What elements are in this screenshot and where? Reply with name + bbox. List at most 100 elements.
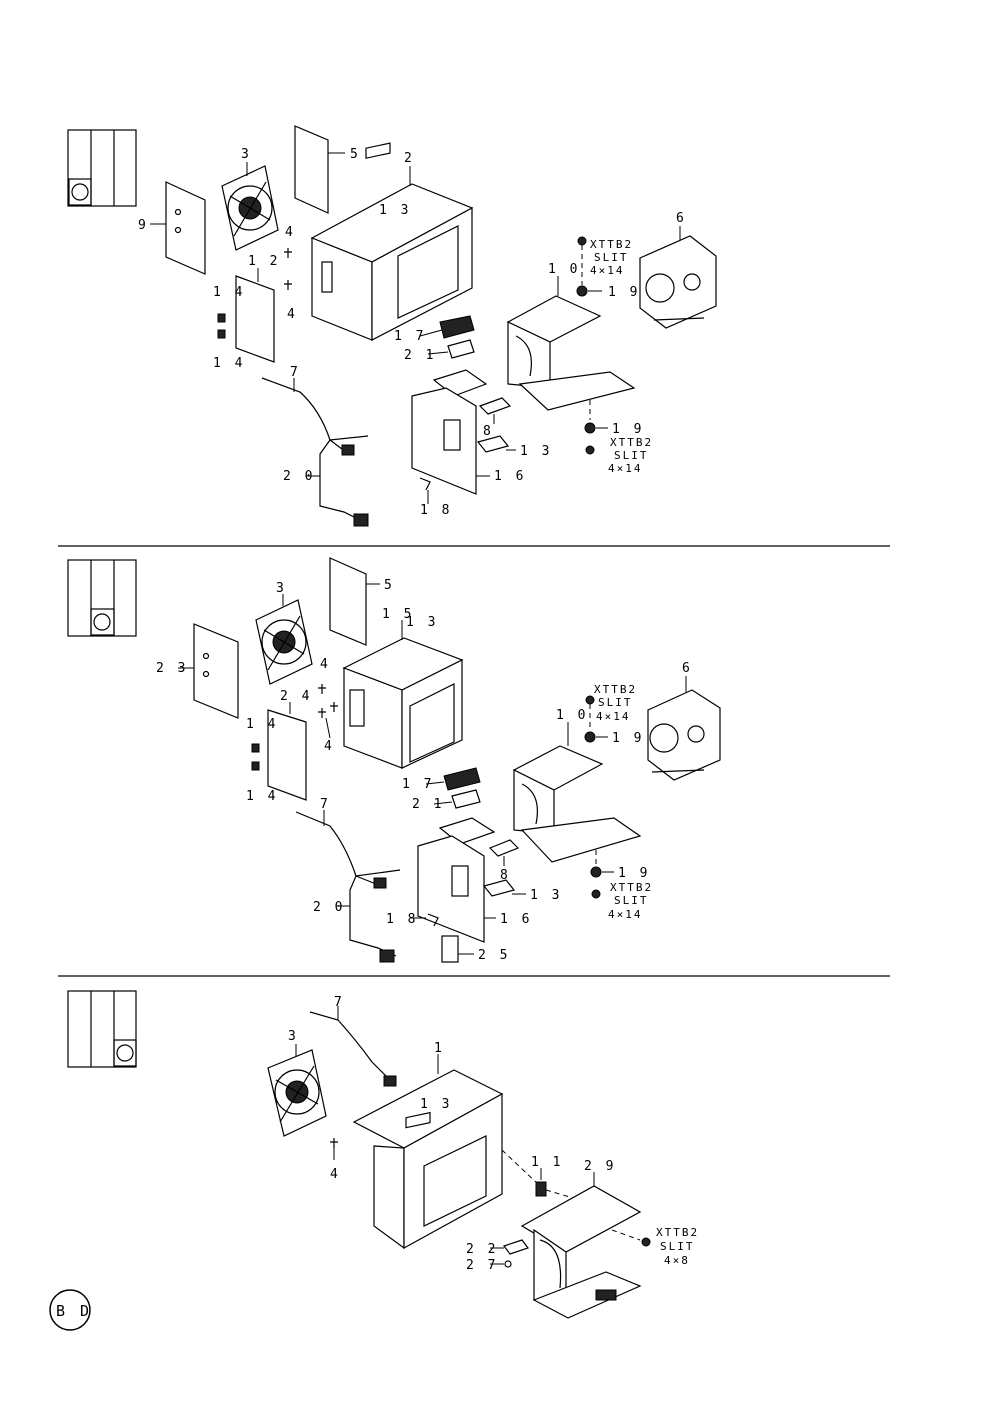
selected-marker-icon	[71, 183, 89, 201]
part-16-bracket	[411, 369, 488, 495]
index-table-1	[67, 129, 137, 207]
label-20: 2 0	[313, 900, 345, 915]
label-6: 6	[682, 661, 693, 676]
label-18: 1 8	[420, 503, 452, 518]
label-21: 2 1	[404, 348, 436, 363]
part-4-screw	[284, 280, 292, 290]
label-3: 3	[276, 581, 287, 596]
part-4-screw	[330, 1138, 338, 1148]
label-4a: 4	[320, 657, 331, 672]
index-table-2	[67, 559, 137, 637]
label-12: 1 2	[248, 254, 280, 269]
part-6-unit	[639, 235, 717, 329]
screw-note-line1: XTTB2	[610, 881, 653, 894]
section-2: 5 3 2 3 1 5 1 3 4 4 2 4	[156, 557, 721, 963]
part-1-chassis	[352, 1069, 504, 1250]
part-4-screw	[318, 684, 326, 694]
selected-marker-icon	[116, 1044, 134, 1062]
part-14-spacer	[251, 743, 260, 753]
label-24: 2 4	[280, 689, 312, 704]
screw-note-line1: XTTB2	[610, 436, 653, 449]
screw-note-line2: SLIT	[614, 894, 649, 907]
part-8-pad	[488, 839, 520, 857]
screw-note-line2: SLIT	[614, 449, 649, 462]
label-11: 1 1	[531, 1155, 563, 1170]
part-5-sheet	[294, 125, 329, 214]
label-13b: 1 3	[520, 444, 552, 459]
label-7: 7	[334, 995, 345, 1010]
label-27: 2 7	[466, 1258, 498, 1273]
label-17: 1 7	[402, 777, 434, 792]
label-7: 7	[320, 797, 331, 812]
label-5: 5	[350, 147, 361, 162]
screw-note-line2: SLIT	[594, 251, 629, 264]
label-9: 9	[138, 218, 149, 233]
label-16: 1 6	[494, 469, 526, 484]
label-4b: 4	[324, 739, 335, 754]
index-table-3	[67, 990, 137, 1068]
part-21-holder	[451, 789, 481, 809]
label-2: 2	[404, 151, 415, 166]
label-13a: 1 3	[406, 615, 438, 630]
badge-text: B D	[56, 1302, 92, 1320]
selected-marker-icon	[93, 613, 111, 631]
label-19a: 1 9	[608, 285, 640, 300]
part-13-pad	[476, 435, 510, 453]
part-24-plate	[267, 709, 307, 801]
part-17-connector	[443, 767, 481, 791]
part-27-screw	[504, 1260, 512, 1268]
part-5-sheet	[329, 557, 367, 646]
part-4-screw	[318, 708, 326, 718]
part-16-bracket	[417, 817, 496, 943]
label-15: 1 5	[382, 607, 414, 622]
part-7-harness	[309, 1011, 397, 1087]
label-5: 5	[384, 578, 395, 593]
part-10-bracket	[512, 745, 642, 863]
part-25-pad	[441, 935, 459, 963]
part-18-clip	[419, 477, 431, 491]
label-4b: 4	[287, 307, 298, 322]
screw-note-size: 4×14	[596, 710, 631, 723]
part-14-spacer	[217, 313, 226, 323]
part-11-clip	[535, 1181, 547, 1197]
part-10-bracket	[506, 295, 636, 411]
bd-badge: B D	[49, 1289, 92, 1331]
label-16: 1 6	[500, 912, 532, 927]
screw-note-size: 4×14	[608, 908, 643, 921]
part-2-chassis	[310, 142, 474, 341]
label-14b: 1 4	[213, 356, 245, 371]
label-3: 3	[288, 1029, 299, 1044]
label-7: 7	[290, 365, 301, 380]
part-8-pad	[478, 397, 512, 415]
label-10: 1 0	[556, 708, 588, 723]
screw-note-size: 4×14	[608, 462, 643, 475]
part-18-clip	[427, 913, 439, 927]
part-12-plate	[235, 275, 275, 363]
label-13: 1 3	[420, 1097, 452, 1112]
label-21: 2 1	[412, 797, 444, 812]
screw-note-line1: XTTB2	[594, 683, 637, 696]
part-7-harness	[261, 377, 369, 527]
label-19a: 1 9	[612, 731, 644, 746]
part-22-pad	[503, 1239, 529, 1255]
part-29-bracket	[520, 1185, 642, 1319]
part-23-plate	[193, 623, 239, 719]
label-14a: 1 4	[246, 717, 278, 732]
label-14b: 1 4	[246, 789, 278, 804]
label-23: 2 3	[156, 661, 188, 676]
part-14-spacer	[251, 761, 260, 771]
label-19b: 1 9	[612, 422, 644, 437]
screw-note-line1: XTTB2	[590, 238, 633, 251]
label-10: 1 0	[548, 262, 580, 277]
part-13-pad	[482, 879, 516, 897]
section-3: 7 3 1 1 3 4 1 1	[267, 995, 697, 1319]
label-13a: 1 3	[379, 203, 411, 218]
label-14a: 1 4	[213, 285, 245, 300]
label-8: 8	[483, 424, 494, 439]
screw-note-size: 4×14	[590, 264, 625, 277]
label-29: 2 9	[584, 1159, 616, 1174]
label-3: 3	[241, 147, 252, 162]
label-19b: 1 9	[618, 866, 650, 881]
section-1: 5 3 9 2 1 3 4 4	[138, 125, 717, 527]
